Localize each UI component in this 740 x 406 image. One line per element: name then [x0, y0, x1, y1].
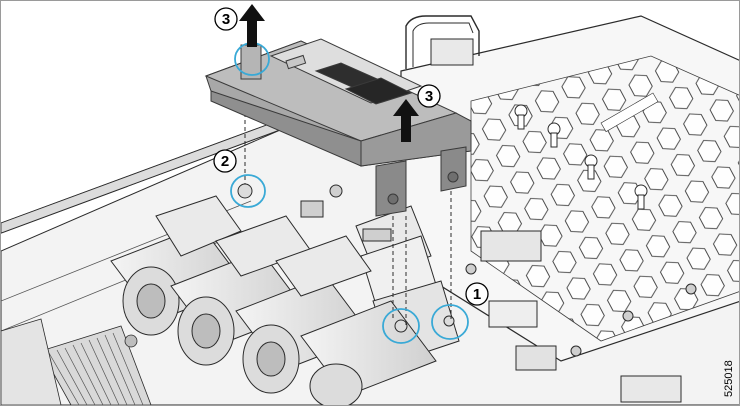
board-connectors — [465, 230, 697, 403]
callout-2: 2 — [213, 149, 237, 173]
perforated-plate — [400, 15, 739, 362]
callout-number: 3 — [222, 11, 230, 28]
alignment-guides — [244, 113, 452, 326]
fan-module — [155, 195, 372, 297]
highlight-circles — [230, 42, 469, 344]
heatsink — [1, 318, 152, 405]
lift-arrow — [239, 4, 265, 47]
highlight-circle — [382, 308, 420, 344]
callout-number: 1 — [473, 286, 481, 303]
standoffs — [237, 183, 455, 333]
callout-3-top: 3 — [214, 7, 238, 31]
callout-number: 3 — [425, 88, 433, 105]
lift-arrow — [393, 99, 419, 142]
callout-number: 2 — [221, 153, 229, 170]
figure-id: 525018 — [723, 360, 735, 397]
highlight-circle — [230, 174, 266, 208]
callout-1: 1 — [465, 282, 489, 306]
callout-3-right: 3 — [417, 84, 441, 108]
highlight-circle — [431, 304, 469, 340]
